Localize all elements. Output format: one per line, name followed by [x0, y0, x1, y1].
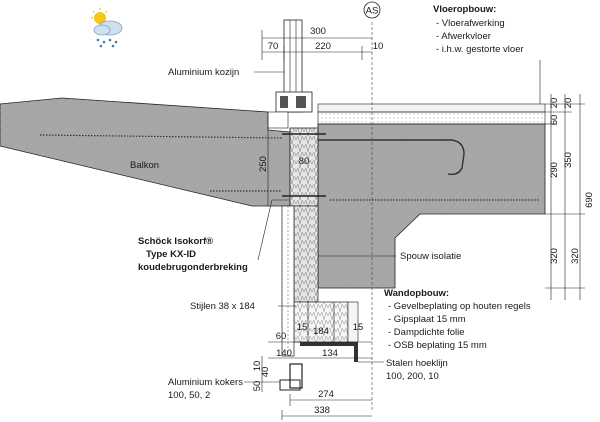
label-kozijn: Aluminium kozijn — [168, 67, 239, 78]
axis-label: AS — [366, 6, 379, 17]
label-kokers-1: Aluminium kokers — [168, 377, 243, 388]
right-dimensions: 20 20 60 350 290 690 320 320 — [545, 94, 595, 300]
svg-text:15: 15 — [353, 322, 364, 333]
detail-dimensions: 250 80 60 15 184 15 140 134 10 40 50 274… — [252, 112, 372, 420]
svg-text:140: 140 — [276, 348, 292, 359]
svg-text:20: 20 — [549, 98, 560, 109]
label-hoeklijn-1: Stalen hoeklijn — [386, 358, 448, 369]
svg-text:134: 134 — [322, 348, 338, 359]
label-kokers-2: 100, 50, 2 — [168, 390, 210, 401]
svg-text:40: 40 — [260, 367, 271, 378]
svg-text:70: 70 — [268, 41, 279, 52]
svg-text:338: 338 — [314, 405, 330, 416]
label-isokorf-1: Schöck Isokorf® — [138, 236, 213, 247]
svg-text:274: 274 — [318, 389, 334, 400]
svg-text:10: 10 — [252, 361, 263, 372]
top-dimensions: 300 70 220 10 — [261, 26, 384, 60]
label-spouw: Spouw isolatie — [400, 251, 461, 262]
label-balkon: Balkon — [130, 160, 159, 171]
aluminium-frame — [267, 19, 313, 129]
label-stijlen: Stijlen 38 x 184 — [190, 301, 255, 312]
svg-text:320: 320 — [570, 248, 581, 264]
svg-text:350: 350 — [563, 152, 574, 168]
svg-text:20: 20 — [563, 98, 574, 109]
svg-text:250: 250 — [258, 156, 269, 172]
svg-text:Vloeropbouw:: Vloeropbouw: — [433, 4, 496, 15]
svg-text:690: 690 — [584, 192, 595, 208]
svg-text:320: 320 — [549, 248, 560, 264]
aluminium-profile — [289, 363, 303, 389]
svg-text:60: 60 — [549, 115, 560, 126]
steel-angle — [300, 342, 358, 362]
svg-text:- OSB beplating 15 mm: - OSB beplating 15 mm — [388, 340, 487, 351]
wall-buildup: Wandopbouw: - Gevelbeplating op houten r… — [384, 288, 531, 351]
label-isokorf-3: koudebrugonderbreking — [138, 262, 248, 273]
axis-bubble — [363, 1, 381, 19]
svg-text:Wandopbouw:: Wandopbouw: — [384, 288, 449, 299]
svg-text:- Gipsplaat 15 mm: - Gipsplaat 15 mm — [388, 314, 466, 325]
svg-text:- i.h.w. gestorte vloer: - i.h.w. gestorte vloer — [436, 44, 524, 55]
svg-text:- Vloerafwerking: - Vloerafwerking — [436, 18, 505, 29]
svg-text:290: 290 — [549, 162, 560, 178]
svg-text:50: 50 — [252, 381, 263, 392]
svg-text:- Afwerkvloer: - Afwerkvloer — [436, 31, 491, 42]
svg-text:- Dampdichte folie: - Dampdichte folie — [388, 327, 465, 338]
svg-text:80: 80 — [299, 156, 310, 167]
svg-text:15: 15 — [297, 322, 308, 333]
floor-screed — [317, 111, 546, 125]
floor-buildup: Vloeropbouw: - Vloerafwerking - Afwerkvl… — [433, 4, 524, 55]
label-hoeklijn-2: 100, 200, 10 — [386, 371, 439, 382]
svg-text:60: 60 — [276, 331, 287, 342]
label-isokorf-2: Type KX-ID — [146, 249, 196, 260]
svg-text:- Gevelbeplating op houten reg: - Gevelbeplating op houten regels — [388, 301, 531, 312]
svg-text:220: 220 — [315, 41, 331, 52]
svg-text:184: 184 — [313, 326, 329, 337]
floor-finish — [317, 103, 546, 113]
weather-snow-cloud-icon — [91, 8, 123, 48]
svg-text:300: 300 — [310, 26, 326, 37]
svg-text:10: 10 — [373, 41, 384, 52]
